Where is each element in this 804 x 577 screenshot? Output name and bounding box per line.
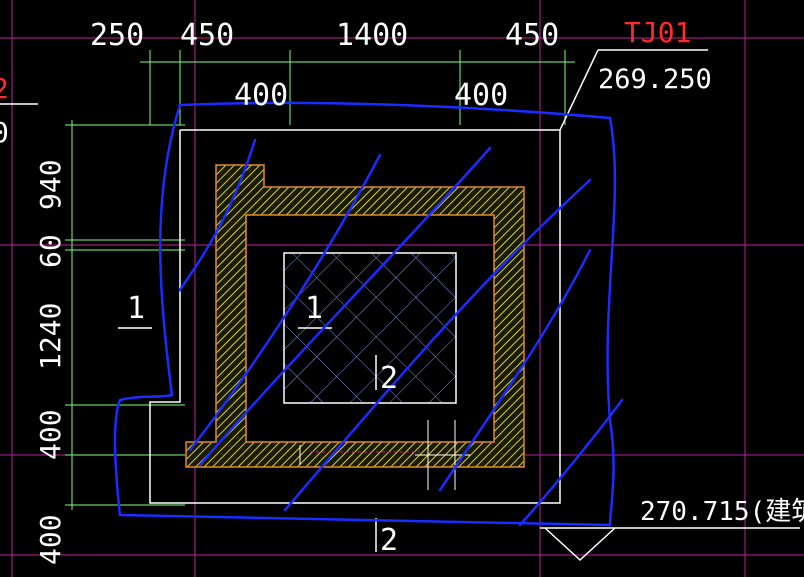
left-dim-1: 940 [34, 159, 67, 210]
elevation-bottom: 270.715(建筑) [640, 497, 804, 527]
foundation-outline [149, 49, 800, 562]
blue-markup [113, 101, 624, 527]
section-mark-1-outer: 1 [127, 291, 145, 326]
left-dimensions: 940 60 1240 400 400 [34, 159, 67, 565]
dimension-lines [65, 50, 575, 510]
hatched-wall [185, 164, 525, 468]
edge-fragment-white: 0 [0, 116, 9, 149]
left-dim-5: 400 [34, 514, 67, 565]
section-mark-2-inner: 2 [380, 361, 398, 396]
left-dim-2: 60 [34, 234, 67, 268]
edge-fragment-red: 2 [0, 72, 9, 105]
top-dim-4: 450 [505, 18, 559, 53]
top-dimensions: 250 450 1400 450 [90, 18, 559, 53]
tag-label: TJ01 [624, 16, 691, 49]
top-dim-2: 450 [180, 18, 234, 53]
inner-dim-left: 400 [234, 78, 288, 113]
top-dim-1: 250 [90, 18, 144, 53]
top-dim-3: 1400 [336, 18, 408, 53]
section-mark-bars [118, 327, 377, 552]
bottom-detail [299, 420, 470, 490]
inner-dim-right: 400 [454, 78, 508, 113]
left-dim-4: 400 [34, 409, 67, 460]
inner-dimensions: 400 400 [234, 78, 508, 113]
elevation-top: 269.250 [598, 64, 712, 95]
section-mark-1-inner: 1 [305, 291, 323, 326]
section-mark-2-outer: 2 [380, 523, 398, 558]
left-dim-3: 1240 [34, 303, 67, 370]
